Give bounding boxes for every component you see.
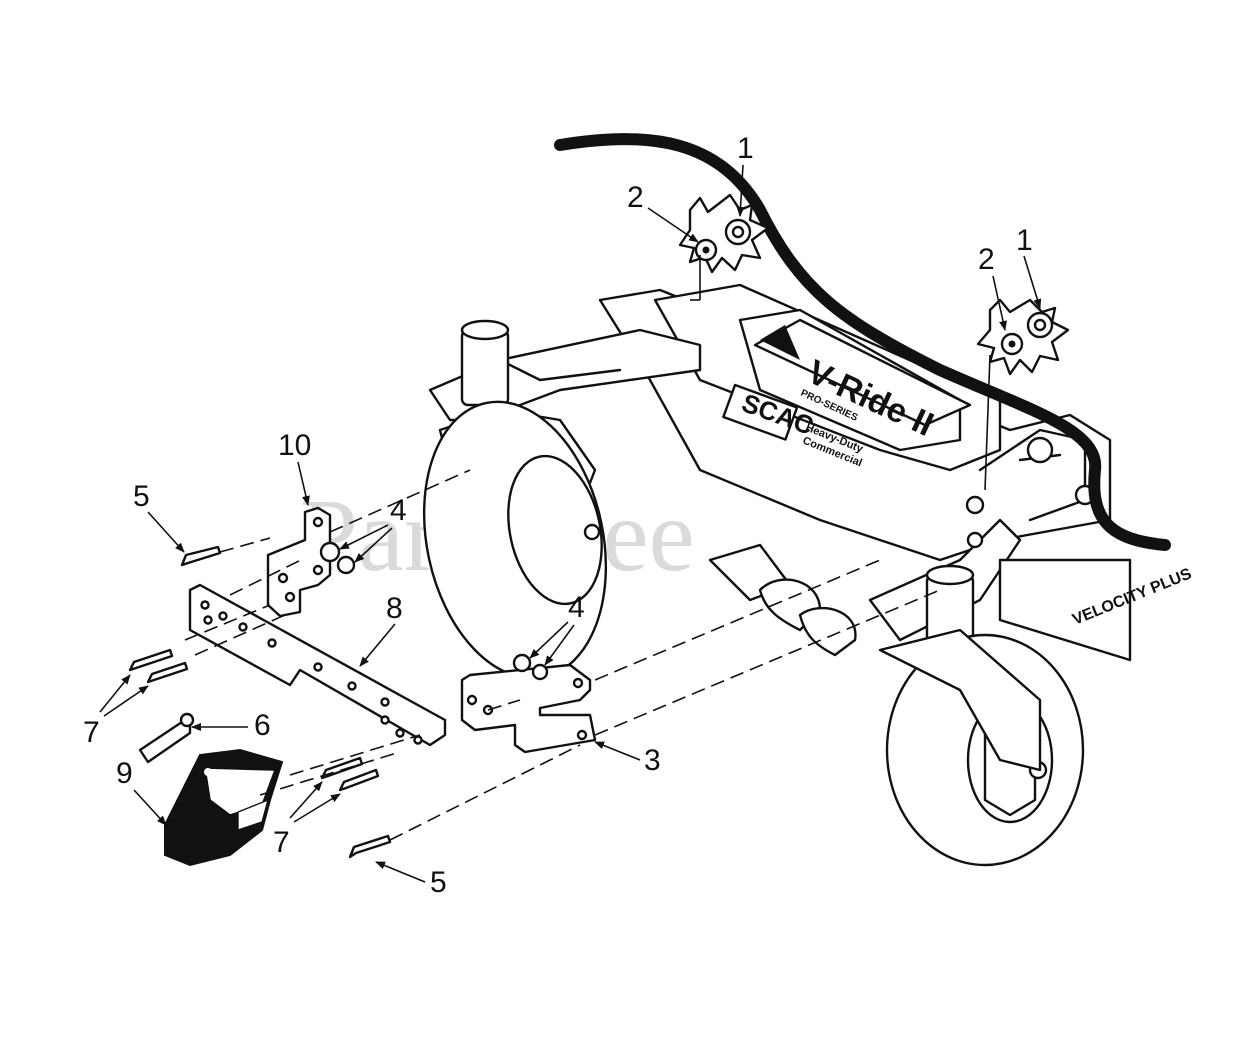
callout-3: 3: [644, 744, 661, 777]
bracket-lower-right: [460, 663, 597, 754]
hydraulic-hose: [554, 132, 1171, 551]
assembly-lines: [184, 299, 941, 841]
counter-weight: [164, 748, 284, 867]
callout-2-right: 2: [978, 243, 995, 276]
callout-1-right: 1: [1016, 224, 1033, 257]
lynch-pin: [138, 712, 195, 764]
bolt-upper: [180, 545, 222, 567]
callout-5-lower: 5: [430, 866, 447, 899]
callout-5-upper: 5: [133, 480, 150, 513]
weight-bar: [188, 583, 447, 747]
callout-1-left: 1: [737, 132, 754, 165]
callout-4-upper: 4: [390, 494, 407, 527]
callout-4-lower: 4: [568, 591, 585, 624]
bolt-lower: [348, 834, 392, 859]
callout-2-left: 2: [627, 181, 644, 214]
bolts-left: [128, 648, 189, 684]
nuts-upper: [319, 541, 356, 575]
callout-7-left: 7: [83, 716, 100, 749]
callout-8: 8: [386, 592, 403, 625]
right-caster-wheel: [878, 564, 1085, 867]
bracket-upper-left: [266, 506, 332, 618]
callout-6: 6: [254, 709, 271, 742]
callout-7-right: 7: [273, 826, 290, 859]
detail-nut-washer-right: [976, 298, 1070, 491]
callout-10: 10: [278, 429, 311, 462]
nuts-lower: [512, 653, 549, 681]
detail-nut-washer-left: [678, 193, 770, 300]
callout-9: 9: [116, 757, 133, 790]
callouts: 1 2 1 2 10 5 4 8 4 7 6 9 3 7 5: [83, 132, 1042, 899]
